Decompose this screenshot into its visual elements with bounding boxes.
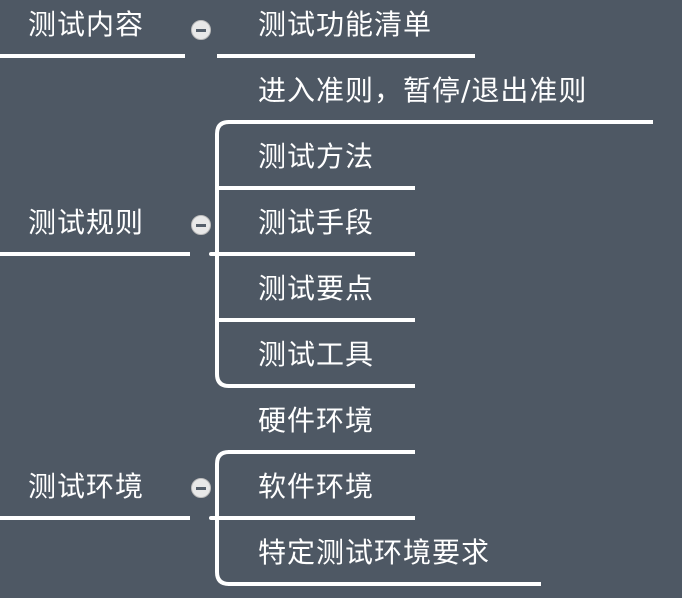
collapse-minus-icon[interactable] [191, 215, 211, 235]
node-software-env[interactable]: 软件环境 [258, 470, 375, 503]
node-underline-hardware-env [228, 450, 415, 454]
node-test-means[interactable]: 测试手段 [258, 206, 375, 239]
collapse-minus-icon[interactable] [191, 20, 211, 40]
node-underline-test-means [228, 252, 415, 256]
branch-underline-test-environment [0, 516, 190, 520]
node-entry-exit-criteria[interactable]: 进入准则，暂停/退出准则 [258, 74, 588, 107]
node-underline-test-key-points [228, 318, 415, 322]
branch-label-test-content[interactable]: 测试内容 [28, 8, 145, 41]
branch-underline-test-rules [0, 252, 190, 256]
node-specific-env-requirements[interactable]: 特定测试环境要求 [258, 536, 491, 569]
node-underline-software-env [228, 516, 415, 520]
collapse-minus-icon[interactable] [191, 478, 211, 498]
node-test-function-list[interactable]: 测试功能清单 [258, 8, 433, 41]
node-test-tools[interactable]: 测试工具 [258, 338, 375, 371]
node-hardware-env[interactable]: 硬件环境 [258, 404, 375, 437]
branch-label-test-environment[interactable]: 测试环境 [28, 470, 145, 503]
node-test-key-points[interactable]: 测试要点 [258, 272, 375, 305]
branch-label-test-rules[interactable]: 测试规则 [28, 206, 145, 239]
node-underline-test-tools [228, 384, 415, 388]
node-underline-function-list [217, 54, 475, 58]
branch-underline-test-content [0, 54, 185, 58]
node-underline-entry-exit-criteria [228, 120, 653, 124]
node-underline-specific-env [228, 582, 541, 586]
node-underline-test-method [228, 186, 415, 190]
node-test-method[interactable]: 测试方法 [258, 140, 375, 173]
